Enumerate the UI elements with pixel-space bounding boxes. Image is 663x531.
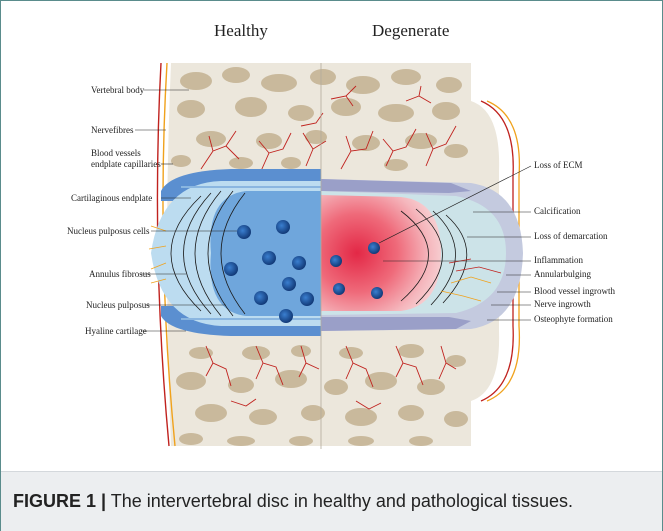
np-cell [262, 251, 276, 265]
np-cell [254, 291, 268, 305]
label-inflammation: Inflammation [534, 255, 583, 265]
label-annular-bulging: Annularbulging [534, 269, 591, 279]
healthy-disc [149, 169, 321, 336]
degenerate-disc [321, 179, 523, 331]
label-nervefibres: Nervefibres [91, 125, 134, 135]
np-cell [371, 287, 383, 299]
caption-text: The intervertebral disc in healthy and p… [106, 491, 573, 511]
np-cell [333, 283, 345, 295]
np-cell [237, 225, 251, 239]
label-hyaline-cartilage: Hyaline cartilage [85, 326, 147, 336]
label-vertebral-body: Vertebral body [91, 85, 145, 95]
np-cell [282, 277, 296, 291]
label-blood-vessels: Blood vessels [91, 148, 141, 158]
caption-figure-number: FIGURE 1 | [13, 491, 106, 511]
label-loss-of-demarcation: Loss of demarcation [534, 231, 608, 241]
np-cell [276, 220, 290, 234]
label-blood-vessel-ingrowth: Blood vessel ingrowth [534, 286, 615, 296]
label-loss-of-ecm: Loss of ECM [534, 160, 583, 170]
label-cartilaginous-endplate: Cartilaginous endplate [71, 193, 152, 203]
np-cell [224, 262, 238, 276]
np-cell [330, 255, 342, 267]
label-nucleus-pulposus: Nucleus pulposus [86, 300, 150, 310]
header-degenerate: Degenerate [372, 21, 449, 40]
np-cell [368, 242, 380, 254]
label-osteophyte-formation: Osteophyte formation [534, 314, 613, 324]
np-cell [292, 256, 306, 270]
label-nerve-ingrowth: Nerve ingrowth [534, 299, 591, 309]
np-cell [279, 309, 293, 323]
figure-caption: FIGURE 1 | The intervertebral disc in he… [1, 471, 662, 531]
disc-diagram: Healthy Degenerate [1, 1, 662, 471]
np-cell [300, 292, 314, 306]
header-healthy: Healthy [214, 21, 268, 40]
label-calcification: Calcification [534, 206, 581, 216]
label-nucleus-pulposus-cells: Nucleus pulposus cells [67, 226, 150, 236]
label-endplate-capillaries: endplate capillaries [91, 159, 161, 169]
